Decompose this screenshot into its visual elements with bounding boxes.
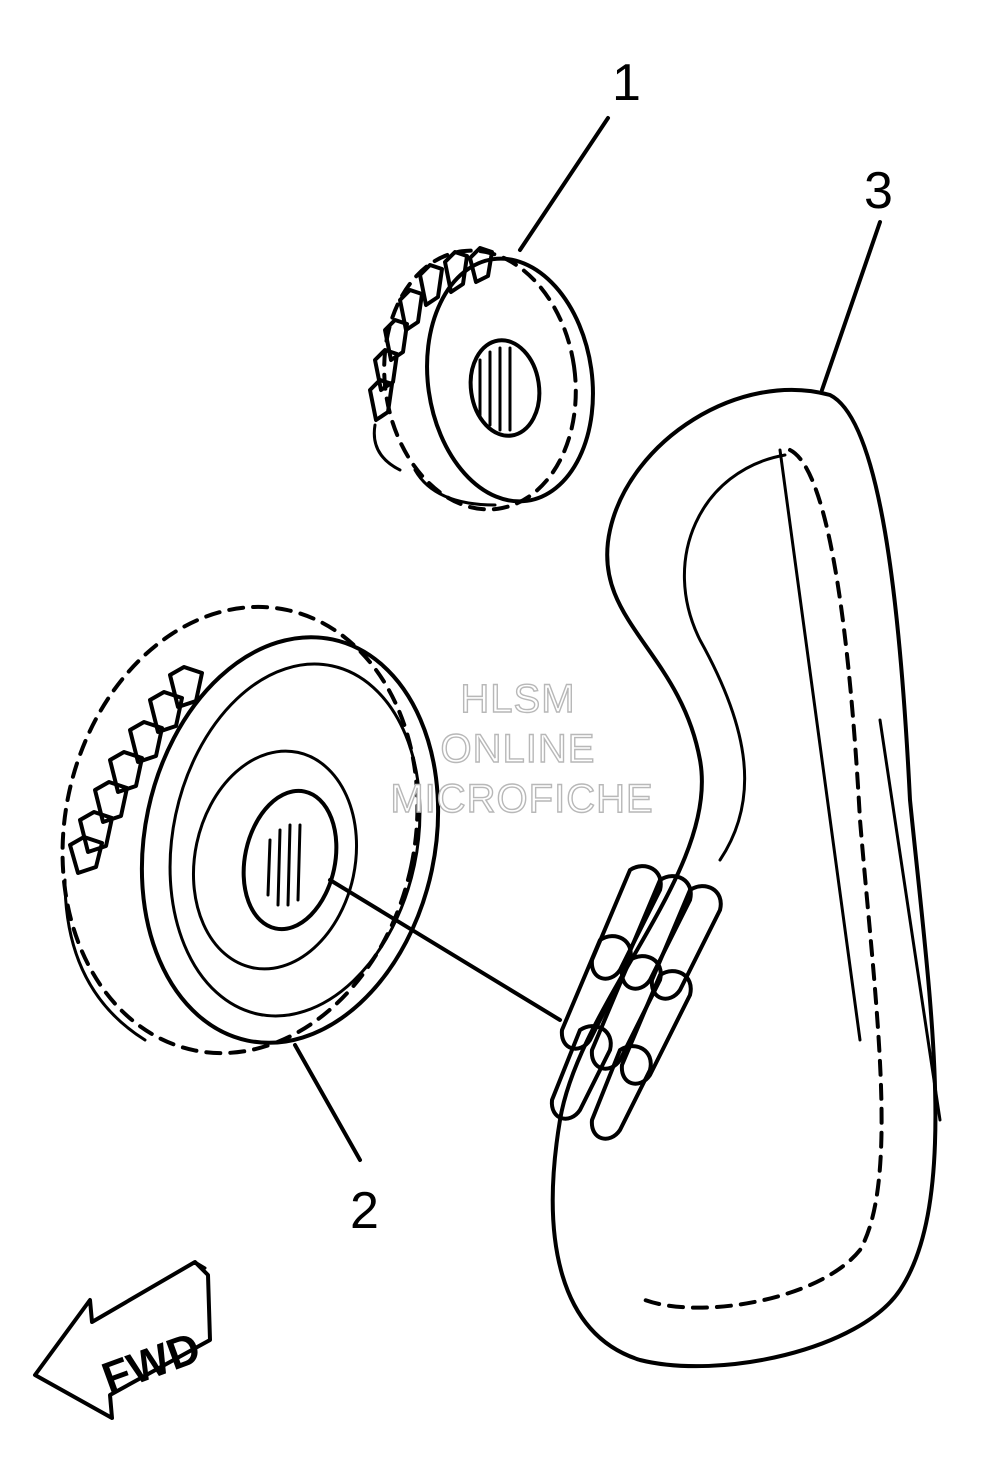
callout-part-3: 3 <box>864 162 893 220</box>
watermark-line-3: MICROFICHE <box>390 777 653 821</box>
callout-part-2: 2 <box>350 1182 379 1240</box>
leader-line-part3 <box>820 220 882 392</box>
leader-line-part1 <box>518 116 610 252</box>
watermark-line-2: ONLINE <box>441 727 596 771</box>
callout-part-1: 1 <box>612 54 641 112</box>
small-sprocket <box>368 246 595 512</box>
watermark: HLSM ONLINE MICROFICHE <box>390 676 654 821</box>
timing-belt <box>549 388 942 1369</box>
large-sprocket <box>60 604 441 1056</box>
leader-line-belt-link <box>328 878 562 1022</box>
leader-lines <box>293 116 882 1162</box>
forward-direction-arrow: FWD <box>33 1260 212 1420</box>
leader-line-part2 <box>293 1043 362 1162</box>
fwd-label: FWD <box>96 1323 207 1403</box>
watermark-line-1: HLSM <box>460 677 575 721</box>
